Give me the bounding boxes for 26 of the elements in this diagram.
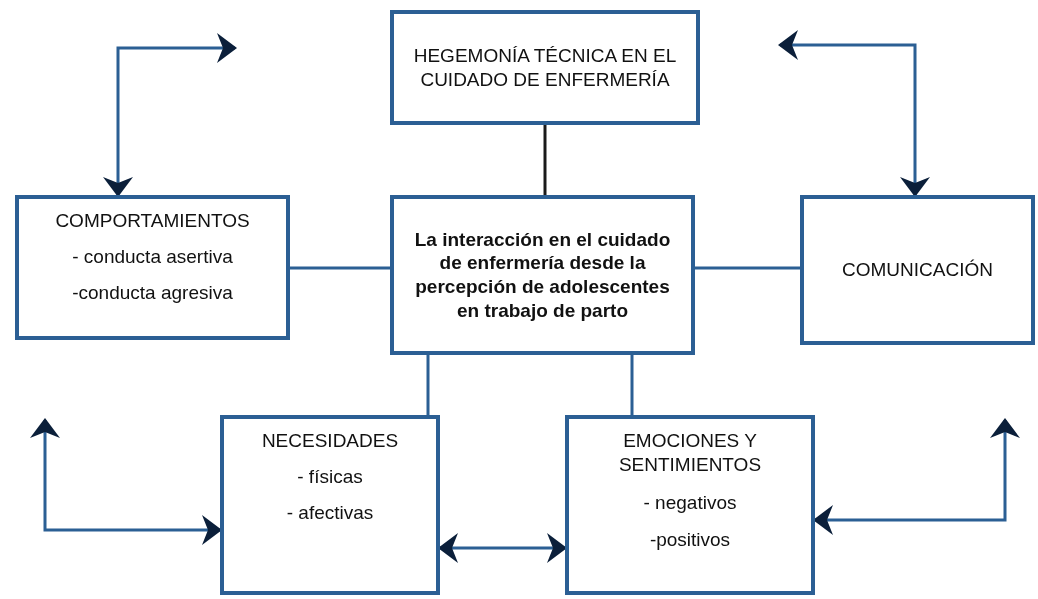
connector-line [543,125,547,195]
connector-line [426,355,430,415]
central-concept-box [390,195,695,355]
box-heading: COMUNICACIÓN [842,258,993,282]
list-item: -conducta agresiva [72,280,233,305]
arrow [103,33,237,197]
category-box [565,415,815,595]
box-heading: HEGEMONÍA TÉCNICA EN EL CUIDADO DE ENFERMERÍA [412,43,678,92]
box-heading: COMPORTAMIENTOS [55,209,250,233]
connector-line [695,266,800,270]
category-box [800,195,1035,345]
list-item: - conducta asertiva [72,244,233,269]
connector-line [630,355,634,415]
box-heading: EMOCIONES Y SENTIMIENTOS [617,429,763,477]
connector-line [290,266,390,270]
arrow [778,30,930,197]
list-item: - físicas [297,464,363,489]
box-heading: NECESIDADES [261,429,399,453]
arrow [30,418,222,545]
category-box [220,415,440,595]
list-item: - negativos [643,490,737,515]
title-box [390,10,700,125]
list-item: - afectivas [286,500,374,525]
box-heading: La interacción en el cuidado de enfermería desde la percepción de adolescentes en trabajo de parto [413,227,672,323]
list-item: -positivos [649,528,731,552]
category-box [15,195,290,340]
